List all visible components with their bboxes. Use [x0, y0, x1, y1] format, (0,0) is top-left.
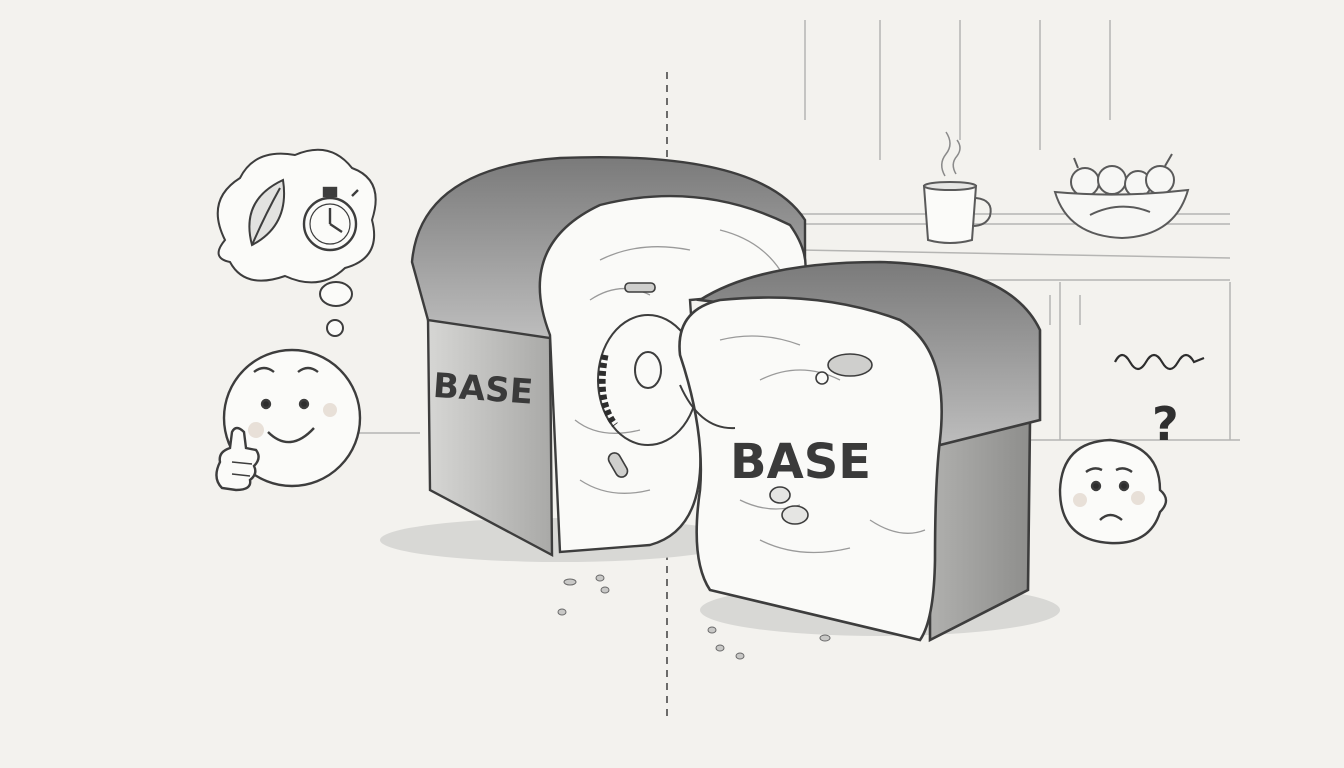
sad-left-cheek	[1073, 493, 1087, 507]
right-loaf-seed	[815, 371, 829, 385]
crumbs	[557, 574, 831, 660]
happy-left-brow	[253, 366, 275, 373]
fruit-bowl-icon	[1053, 153, 1190, 240]
squiggle-icon	[1114, 353, 1205, 371]
stopwatch-icon	[302, 186, 359, 252]
leaf-icon	[248, 178, 285, 247]
right-loaf-bean	[827, 353, 873, 377]
happy-right-cheek	[323, 403, 337, 417]
coffee-mug-icon	[922, 181, 992, 244]
left-loaf-bean-lower	[607, 452, 629, 478]
left-loaf-spiral-inner	[634, 351, 662, 389]
sad-right-brow	[1115, 467, 1133, 473]
cabinets	[1030, 282, 1240, 441]
speech-tail	[679, 384, 736, 430]
sad-left-brow	[1085, 467, 1103, 473]
right-loaf-base-label: BASE	[730, 434, 871, 490]
sad-mouth	[1099, 513, 1123, 521]
left-loaf-side	[426, 316, 554, 558]
happy-right-eye	[298, 398, 310, 410]
thought-cloud	[216, 148, 377, 337]
happy-right-brow	[297, 366, 319, 373]
right-loaf-spot-1	[769, 486, 791, 504]
left-loaf-bean	[624, 282, 656, 293]
right-bread-loaf: BASE	[678, 260, 1060, 643]
sad-left-eye	[1090, 480, 1102, 492]
happy-smile	[267, 427, 315, 444]
thought-bubble-small	[326, 319, 344, 337]
happy-left-cheek	[248, 422, 264, 438]
sad-face	[1058, 438, 1168, 545]
thumbs-up-icon	[215, 426, 260, 492]
kitchen-background	[355, 20, 1240, 441]
right-loaf-spot-2	[781, 505, 809, 525]
steam-icon	[941, 131, 961, 177]
window-lines	[804, 20, 1111, 160]
sad-right-cheek	[1131, 491, 1145, 505]
right-loaf-cut-face	[678, 296, 943, 642]
sad-right-eye	[1118, 480, 1130, 492]
left-loaf-base-label: BASE	[432, 366, 534, 413]
left-loaf-seed-ring	[598, 354, 618, 428]
right-loaf-crumb-texture	[719, 335, 926, 554]
happy-left-eye	[260, 398, 272, 410]
thought-bubble-large	[319, 281, 353, 307]
question-mark: ?	[1152, 397, 1179, 451]
